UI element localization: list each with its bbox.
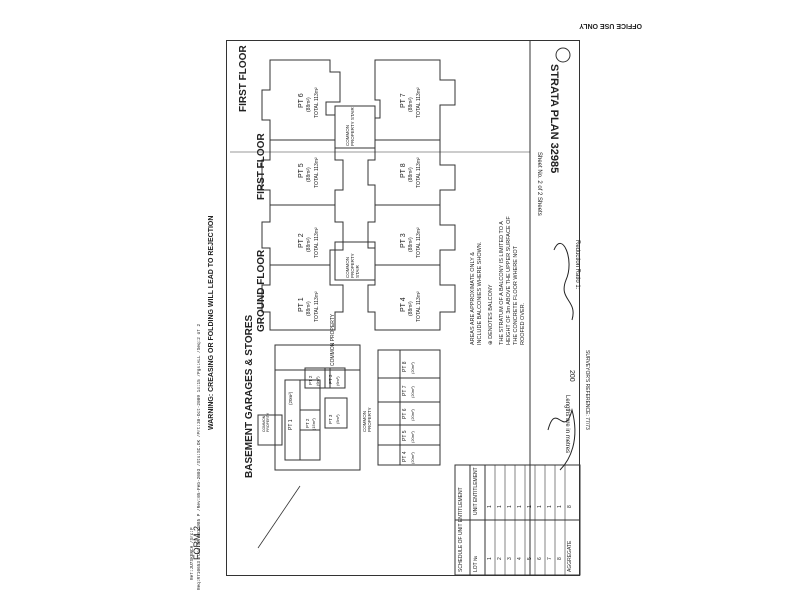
- schedule-row-entitlement: 1: [527, 505, 533, 508]
- ground-unit-3-area: (88m²): [408, 237, 414, 252]
- schedule-row-lot: 2: [497, 557, 503, 560]
- ground-unit-4-total: TOTAL 113m²: [416, 291, 422, 322]
- schedule-row-entitlement: 1: [487, 505, 493, 508]
- ground-stair-label: COMMON PROPERTY STAIR: [345, 253, 360, 278]
- ground-unit-1-label: PT 1: [298, 297, 305, 312]
- schedule-row-lot: 8: [557, 557, 563, 560]
- ground-unit-1-total: TOTAL 113m²: [314, 291, 320, 322]
- ground-unit-3-label: PT 3: [400, 233, 407, 248]
- first-unit-7-total: TOTAL 113m²: [416, 87, 422, 118]
- schedule-row-entitlement: 1: [547, 505, 553, 508]
- first-unit-8-area: (88m²): [408, 167, 414, 182]
- first-stair-label: COMMON PROPERTY STAIR: [345, 107, 355, 146]
- schedule-row-lot: 3: [507, 557, 513, 560]
- basement-pt1-label: PT 1: [288, 419, 294, 430]
- ground-unit-4: [367, 264, 456, 331]
- first-unit-5-area: (88m²): [306, 167, 312, 182]
- basement-pt3b-area: (5m²): [335, 414, 340, 424]
- schedule-row-entitlement: 1: [537, 505, 543, 508]
- ground-unit-2-label: PT 2: [298, 233, 305, 248]
- first-unit-8-label: PT 8: [400, 163, 407, 178]
- basement-pt4-area: (20m²): [410, 452, 415, 464]
- note-line-4: THE STRATUM OF A BALCONY IS LIMITED TO A: [499, 221, 505, 345]
- note-line-7: ROOFED OVER.: [520, 302, 526, 345]
- first-unit-6-area: (88m²): [306, 97, 312, 112]
- schedule-aggregate-value: 8: [567, 505, 573, 508]
- schedule-title: SCHEDULE OF UNIT ENTITLEMENT: [458, 487, 464, 572]
- schedule-row-entitlement: 1: [557, 505, 563, 508]
- note-line-6: THE CONCRETE FLOOR WHERE NOT: [513, 245, 519, 345]
- first-unit-5-total: TOTAL 113m²: [314, 157, 320, 188]
- basement-pt3-small: [324, 367, 346, 389]
- ground-unit-3-total: TOTAL 113m²: [416, 227, 422, 258]
- schedule-row-lot: 7: [547, 557, 553, 560]
- heading-first-floor-2: FIRST FLOOR: [256, 133, 267, 200]
- schedule-row-entitlement: 1: [507, 505, 513, 508]
- basement-common-small: [257, 414, 283, 446]
- schedule-aggregate-label: AGGREGATE: [567, 540, 573, 572]
- basement-left-block: [274, 344, 361, 471]
- ground-unit-2-area: (88m²): [306, 237, 312, 252]
- basement-pt7-label: PT 7: [402, 385, 408, 396]
- basement-right-block: [377, 349, 441, 466]
- first-unit-6-total: TOTAL 113m²: [314, 87, 320, 118]
- basement-pt4-label: PT 4: [402, 451, 408, 462]
- schedule-row-lot: 4: [517, 557, 523, 560]
- basement-pt7-area: (20m²): [410, 386, 415, 398]
- basement-pt3a-label: PT 3: [328, 374, 333, 384]
- basement-pt2a-label: PT 2: [305, 418, 310, 428]
- heading-ground-floor: GROUND FLOOR: [256, 249, 267, 332]
- seal-circle: [555, 47, 571, 63]
- heading-first-floor: FIRST FLOOR: [238, 45, 249, 112]
- ground-unit-4-label: PT 4: [400, 297, 407, 312]
- schedule-col-entitlement: UNIT ENTITLEMENT: [473, 467, 479, 515]
- schedule-col-lot: LOT №: [473, 555, 479, 572]
- basement-pt6-label: PT 6: [402, 408, 408, 419]
- first-unit-8-total: TOTAL 113m²: [416, 157, 422, 188]
- first-unit-7-label: PT 7: [400, 93, 407, 108]
- basement-pt1: [284, 379, 321, 461]
- basement-common-small-label: COMMON PROPERTY: [262, 412, 270, 432]
- basement-pt2-small: [304, 367, 331, 389]
- basement-pt3-large: [324, 397, 348, 429]
- schedule-row-entitlement: 1: [517, 505, 523, 508]
- basement-common-property-2-label: COMMON PROPERTY: [362, 407, 372, 432]
- basement-pt5-label: PT 5: [402, 430, 408, 441]
- ground-unit-2-total: TOTAL 113m²: [314, 227, 320, 258]
- heading-basement: BASEMENT GARAGES & STORES: [244, 314, 255, 478]
- ground-unit-1: [261, 264, 344, 331]
- basement-pt3b-label: PT 3: [328, 414, 333, 424]
- basement-common-property-label: COMMON PROPERTY: [330, 313, 336, 366]
- note-line-5: HEIGHT OF 3m ABOVE THE UPPER SURFACE OF: [506, 216, 512, 345]
- schedule-row-lot: 6: [537, 557, 543, 560]
- sheet-frame: [226, 40, 580, 576]
- basement-pt8-label: PT 8: [402, 361, 408, 372]
- basement-pt5-area: (20m²): [410, 431, 415, 443]
- basement-pt2b-area: (6m²): [315, 376, 320, 386]
- ground-stair: [334, 241, 376, 281]
- ground-unit-4-area: (88m²): [408, 301, 414, 316]
- basement-pt2b-label: PT 2: [308, 375, 313, 385]
- basement-pt8-area: (20m²): [410, 362, 415, 374]
- basement-pt6-area: (20m²): [410, 409, 415, 421]
- schedule-row-entitlement: 1: [497, 505, 503, 508]
- north-arrow: [257, 485, 301, 549]
- first-unit-7-area: (88m²): [408, 97, 414, 112]
- basement-pt2a-area: (15m²): [311, 418, 316, 430]
- schedule-row-lot: 1: [487, 557, 493, 560]
- first-unit-6-label: PT 6: [298, 93, 305, 108]
- note-line-2: INCLUDE BALCONIES WHERE SHOWN.: [477, 241, 483, 345]
- ground-unit-1-area: (88m²): [306, 301, 312, 316]
- first-unit-5-label: PT 5: [298, 163, 305, 178]
- note-line-3: ⊕ DENOTES BALCONY: [488, 284, 494, 345]
- schedule-row-lot: 5: [527, 557, 533, 560]
- basement-pt3a-area: (6m²): [335, 376, 340, 386]
- first-stair: [334, 105, 376, 149]
- basement-pt1-area: (20m²): [288, 391, 293, 405]
- note-line-1: AREAS ARE APPROXIMATE ONLY &: [470, 252, 476, 345]
